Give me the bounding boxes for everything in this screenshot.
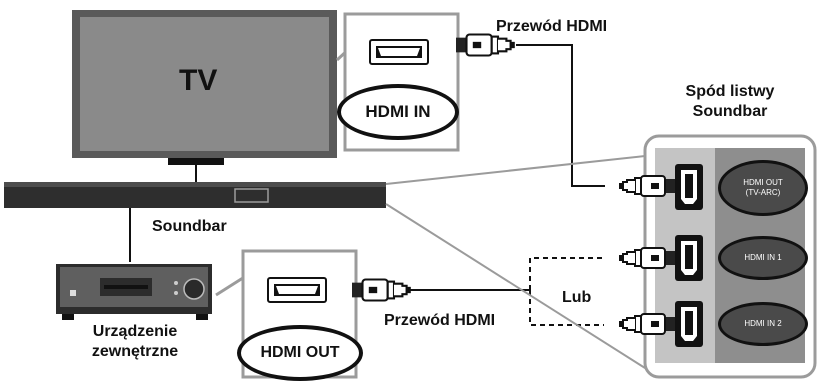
cable-plug-in2-icon bbox=[618, 313, 676, 335]
tv-hdmi-in-oval: HDMI IN bbox=[337, 84, 459, 140]
external-device-icon bbox=[56, 264, 212, 320]
soundbar-callout-lines bbox=[385, 155, 646, 369]
underside-title-line1: Spód listwy bbox=[685, 83, 775, 100]
cable-plug-out-icon bbox=[618, 175, 676, 197]
soundbar-label: Soundbar bbox=[152, 218, 227, 235]
cable-plug-in1-icon bbox=[618, 247, 676, 269]
underside-title: Spód listwy Soundbar bbox=[664, 82, 796, 122]
port-label-hdmi-out-line1: HDMI OUT bbox=[743, 178, 783, 187]
port-label-hdmi-in1: HDMI IN 1 bbox=[718, 236, 808, 280]
dashed-link-in2 bbox=[529, 290, 604, 326]
device-hdmi-port-icon bbox=[267, 277, 327, 303]
port-label-hdmi-out-line2: (TV-ARC) bbox=[745, 188, 781, 197]
hdmi-port-in2-icon bbox=[675, 301, 703, 347]
port-label-hdmi-in1-text: HDMI IN 1 bbox=[744, 253, 782, 262]
hdmi-port-in1-icon bbox=[675, 235, 703, 281]
underside-title-line2: Soundbar bbox=[692, 103, 768, 120]
device-cable-plug-icon bbox=[350, 278, 412, 302]
device-callout-line bbox=[215, 274, 247, 297]
hdmi-port-out-icon bbox=[675, 164, 703, 210]
tv-cable-plug-icon bbox=[454, 33, 516, 57]
port-label-hdmi-out: HDMI OUT (TV-ARC) bbox=[718, 160, 808, 216]
or-label: Lub bbox=[562, 289, 592, 306]
soundbar-icon bbox=[4, 182, 386, 208]
tv-hdmi-port-icon bbox=[369, 39, 429, 65]
device-label-line2: zewnętrzne bbox=[91, 343, 179, 360]
tv-label: TV bbox=[179, 64, 218, 97]
cable-label-top: Przewód HDMI bbox=[496, 18, 608, 35]
dashed-link-in1 bbox=[529, 257, 604, 290]
port-label-hdmi-in2: HDMI IN 2 bbox=[718, 302, 808, 346]
hdmi-cable-tv bbox=[516, 44, 605, 187]
device-label-line1: Urządzenie bbox=[92, 323, 178, 340]
cable-label-bottom: Przewód HDMI bbox=[384, 312, 496, 329]
port-label-hdmi-in2-text: HDMI IN 2 bbox=[744, 319, 782, 328]
device-hdmi-out-oval: HDMI OUT bbox=[237, 325, 363, 381]
device-label: Urządzenie zewnętrzne bbox=[72, 322, 198, 362]
tv-icon bbox=[72, 10, 337, 165]
